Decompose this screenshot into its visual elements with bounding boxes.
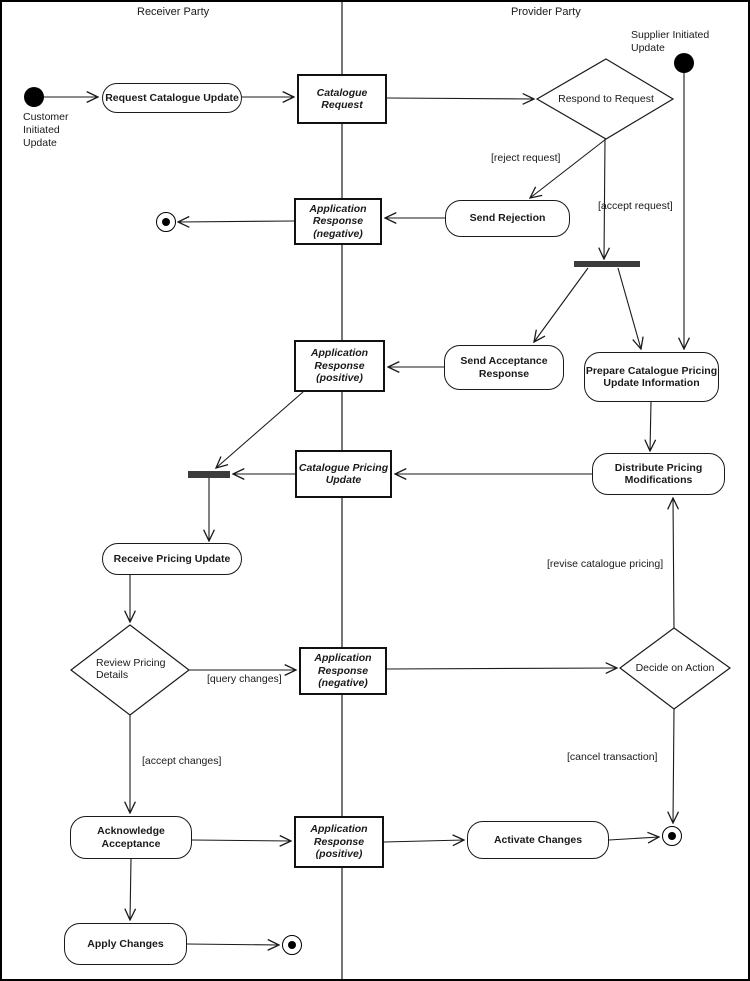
lane-title-provider: Provider Party [511, 6, 581, 18]
activity-apply-changes: Apply Changes [64, 923, 187, 965]
edge-respond-to-fork [604, 138, 605, 259]
activity-distribute-pricing: Distribute Pricing Modifications [592, 453, 725, 495]
activity-acknowledge-acceptance: Acknowledge Acceptance [70, 816, 192, 859]
fork-bar [574, 261, 640, 267]
decision-label-review-pricing-details: Review Pricing Details [96, 656, 166, 682]
guard-accept-request: [accept request] [598, 200, 673, 212]
start-label-customer: Customer Initiated Update [23, 111, 69, 149]
end-node-2 [662, 826, 682, 846]
edge-activate-to-end2 [608, 837, 659, 840]
activity-prepare-catalogue-pricing: Prepare Catalogue Pricing Update Informa… [584, 352, 719, 402]
edge-catalogue-request-to-respond [386, 98, 534, 99]
activity-request-catalogue-update: Request Catalogue Update [102, 83, 242, 113]
lane-title-receiver: Receiver Party [137, 6, 210, 18]
edge-decide-to-distribute [673, 498, 674, 629]
guard-query-changes: [query changes] [207, 673, 282, 685]
decision-label-decide-on-action: Decide on Action [635, 661, 715, 674]
edge-decide-to-end2 [673, 708, 674, 823]
end-node-2-dot [668, 832, 676, 840]
end-node-3-dot [288, 941, 296, 949]
decision-decide-on-action [618, 627, 732, 710]
edge-apply-to-end3 [186, 944, 279, 945]
edge-resp-neg2-to-decide [386, 668, 617, 669]
guard-accept-changes: [accept changes] [142, 755, 222, 767]
end-node-1-dot [162, 218, 170, 226]
edge-resp-pos2-to-activate [383, 840, 464, 842]
start-node-customer [24, 87, 44, 107]
edge-resp-neg1-to-end1 [178, 221, 295, 222]
edge-resp-pos1-to-join [216, 391, 304, 468]
decision-review-pricing-details [70, 624, 190, 716]
decision-respond-to-request [535, 58, 675, 140]
object-catalogue-request: Catalogue Request [297, 74, 387, 124]
object-application-response-negative-2: Application Response (negative) [299, 647, 387, 695]
end-node-3 [282, 935, 302, 955]
end-node-1 [156, 212, 176, 232]
join-bar [188, 471, 230, 478]
activity-receive-pricing-update: Receive Pricing Update [102, 543, 242, 575]
activity-send-rejection: Send Rejection [445, 200, 570, 237]
object-application-response-negative-1: Application Response (negative) [294, 198, 382, 245]
decision-label-respond-to-request: Respond to Request [558, 92, 654, 105]
guard-cancel-transaction: [cancel transaction] [567, 751, 658, 763]
start-label-supplier: Supplier Initiated Update [631, 29, 710, 54]
edge-acknowledge-to-resp-pos2 [191, 840, 291, 841]
object-application-response-positive-2: Application Response (positive) [294, 816, 384, 868]
activity-send-acceptance-response: Send Acceptance Response [444, 345, 564, 390]
activity-activate-changes: Activate Changes [467, 821, 609, 859]
edge-fork-to-send-acceptance [534, 267, 589, 342]
edge-acknowledge-to-apply [130, 858, 131, 920]
start-node-supplier [674, 53, 694, 73]
object-application-response-positive-1: Application Response (positive) [294, 340, 385, 392]
object-catalogue-pricing-update: Catalogue Pricing Update [295, 450, 392, 498]
edge-respond-to-send-rejection [530, 138, 607, 198]
edge-fork-to-prepare [617, 267, 641, 349]
guard-revise-catalogue-pricing: [revise catalogue pricing] [547, 558, 664, 570]
guard-reject-request: [reject request] [491, 152, 561, 164]
edge-prepare-to-distribute [650, 401, 651, 451]
